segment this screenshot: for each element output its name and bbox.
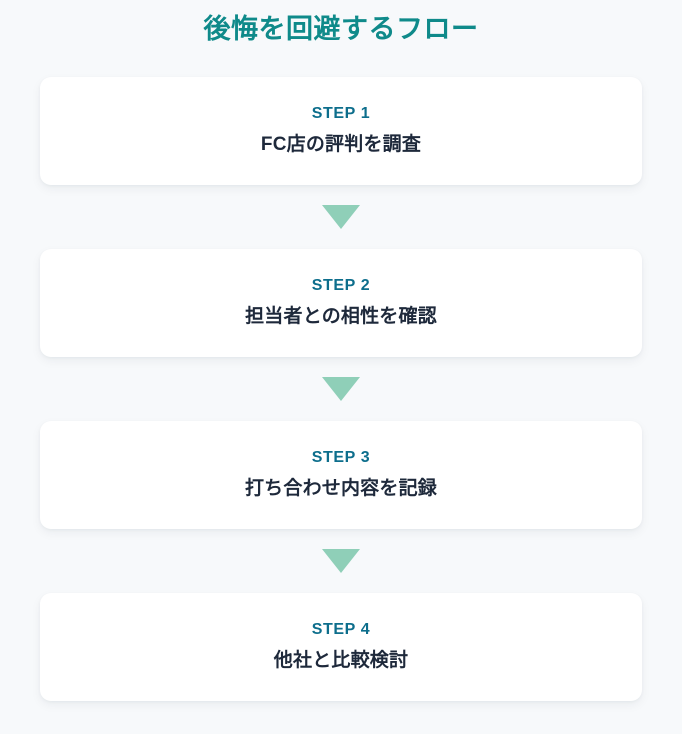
step-list: STEP 1 FC店の評判を調査 STEP 2 担当者との相性を確認 STEP … — [40, 77, 642, 701]
step-label-1: STEP 1 — [311, 104, 371, 122]
page-title: 後悔を回避するフロー — [203, 14, 479, 44]
triangle-down-icon — [322, 549, 360, 573]
connector-2 — [40, 357, 642, 421]
connector-1 — [40, 185, 642, 249]
triangle-down-icon — [322, 205, 360, 229]
step-card-1[interactable]: STEP 1 FC店の評判を調査 — [40, 77, 642, 185]
step-card-3[interactable]: STEP 3 打ち合わせ内容を記録 — [40, 421, 642, 529]
step-label-4: STEP 4 — [311, 620, 371, 638]
triangle-down-icon — [322, 377, 360, 401]
step-card-2[interactable]: STEP 2 担当者との相性を確認 — [40, 249, 642, 357]
step-card-4[interactable]: STEP 4 他社と比較検討 — [40, 593, 642, 701]
step-text-1: FC店の評判を調査 — [260, 134, 422, 156]
step-text-4: 他社と比較検討 — [273, 650, 409, 672]
connector-3 — [40, 529, 642, 593]
step-label-2: STEP 2 — [311, 276, 371, 294]
step-text-2: 担当者との相性を確認 — [245, 306, 437, 328]
step-text-3: 打ち合わせ内容を記録 — [244, 478, 437, 500]
step-label-3: STEP 3 — [311, 448, 371, 466]
